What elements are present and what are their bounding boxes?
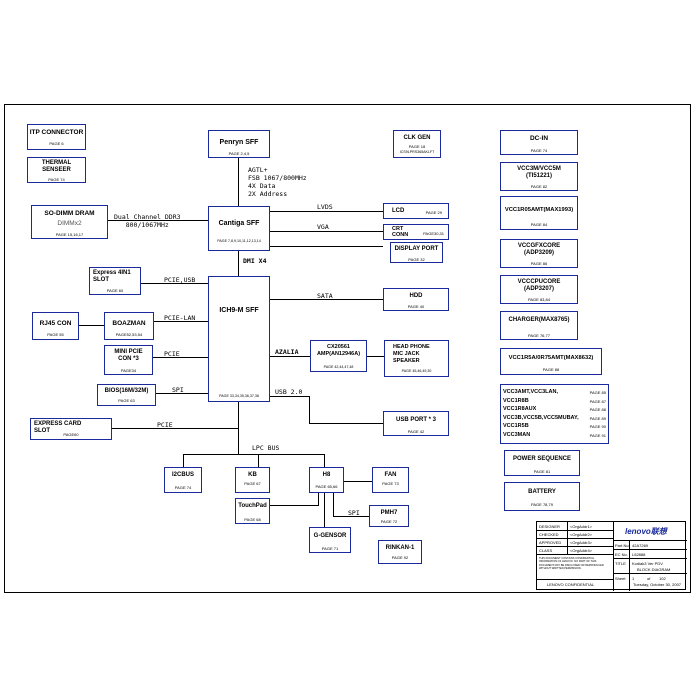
pcie-lan-label: PCIE-LAN (164, 314, 196, 322)
ddr3-label: Dual Channel DDR3 800/1067MHz (114, 213, 181, 229)
sodimm-dram-block: SO-DIMM DRAM DIMMx2 PAGE 15,16,17 (31, 205, 108, 239)
frame-bottom (4, 592, 691, 593)
bios-block: BIOS(16M/32M) PAGE 63 (97, 384, 156, 406)
sata-label: SATA (317, 292, 333, 300)
vcc3m-vcc5m-block: VCC3M/VCC5M (TI51221) PAGE 82 (500, 162, 578, 191)
vcccpucore-block: VCCCPUCORE (ADP3207) PAGE 83,84 (500, 275, 578, 304)
crt-conn-block: CRT CONN PAGE30,31 (383, 224, 449, 240)
headphone-mic-speaker-block: HEAD PHONE MIC JACK SPEAKER PAGE 45,46,4… (384, 340, 449, 377)
frame-left (4, 104, 5, 593)
spi-label-1: SPI (172, 386, 184, 394)
dmi-label: DMI X4 (243, 257, 267, 265)
vcc1r5a-block: VCC1R5A/0R75AMT(MAX8632) PAGE 88 (500, 348, 602, 375)
power-rail-pages: PAGE 85 PAGE 87 PAGE 88 PAGE 89 PAGE 90 … (589, 390, 606, 438)
i2c-bus-block: I2CBUS PAGE 74 (164, 467, 202, 493)
vccgfxcore-block: VCCGFXCORE (ADP3209) PAGE 86 (500, 239, 578, 268)
touchpad-block: TouchPad PAGE 68 (235, 498, 270, 524)
lcd-block: LCD PAGE 29 (383, 203, 449, 219)
h8-ec-block: H8 PAGE 65,66 (309, 467, 344, 493)
display-port-block: DISPLAY PORT PAGE 32 (390, 242, 443, 263)
express-slot-block: Express 4IN1 SLOT PAGE 60 (89, 267, 141, 295)
power-sequence-block: POWER SEQUENCE PAGE 81 (504, 450, 580, 476)
ich9m-southbridge-block: ICH9-M SFF PAGE 33,34,35,36,37,38 (208, 276, 270, 402)
pcie-label-2: PCIE (157, 421, 173, 429)
power-rail-labels: VCC3AMT,VCC3LAN, VCC1R8B VCC1R8AUX VCC3B… (503, 389, 579, 438)
frame-top (4, 104, 691, 105)
pmh7-block: PMH7 PAGE 72 (369, 505, 409, 527)
usb2-label: USB 2.0 (275, 388, 303, 396)
boazman-block: BOAZMAN PAGE52,53,54 (104, 312, 154, 340)
lpc-bus-label: LPC BUS (252, 444, 280, 452)
hdd-block: HDD PAGE 40 (383, 288, 449, 311)
lvds-label: LVDS (317, 203, 333, 211)
usb-port-block: USB PORT * 3 PAGE 42 (383, 411, 449, 436)
frame-right (690, 104, 691, 593)
g-sensor-block: G-GENSOR PAGE 71 (309, 527, 351, 553)
lenovo-logo: lenovo联想 (625, 527, 667, 536)
cantiga-northbridge-block: Cantiga SFF PAGE 7,8,9,10,11,12,13,14 (208, 206, 270, 251)
vga-label: VGA (317, 223, 329, 231)
rj45-con-block: RJ45 CON PAGE 55 (32, 312, 79, 340)
fan-block: FAN PAGE 73 (372, 467, 409, 493)
cx20561-codec-block: CX20561 AMP(AN12946A) PAGE 42,44,47,48 (310, 340, 367, 372)
dc-in-block: DC-IN PAGE 74 (500, 130, 578, 155)
fsb-label: AGTL+ FSB 1067/800MHz 4X Data 2X Address (248, 166, 307, 198)
azalia-label: AZALIA (275, 348, 299, 356)
rinkan-block: RINKAN-1 PAGE 92 (378, 540, 422, 564)
keyboard-block: KB PAGE 67 (235, 467, 270, 493)
spi-label-2: SPI (348, 509, 360, 517)
vcc1r05amt-block: VCC1R05AMT(MAX1993) PAGE 84 (500, 196, 578, 230)
title-block: DESIGNER <OrgAddr1> CHECKED <OrgAddr2> A… (536, 521, 687, 591)
mini-pcie-block: MINI PCIE CON *3 PAGE34 (104, 345, 153, 375)
express-card-block: EXPRESS CARD SLOT PAGE60 (30, 418, 112, 440)
itp-connector-block: ITP CONNECTOR PAGE 6 (27, 124, 86, 150)
pcie-usb-label: PCIE,USB (164, 276, 196, 284)
charger-block: CHARGER(MAX8765) PAGE 76,77 (500, 311, 578, 340)
battery-block: BATTERY PAGE 78,79 (504, 482, 580, 511)
power-rails-list: VCC3AMT,VCC3LAN, VCC1R8B VCC1R8AUX VCC3B… (500, 384, 609, 444)
penryn-cpu-block: Penryn SFF PAGE 2,4,5 (208, 130, 270, 158)
thermal-sensor-block: THERMAL SENSEER PAGE 74 (27, 157, 86, 183)
clk-gen-block: CLK GEN PAGE 18 ICS9LPRS365AKLFT (393, 130, 441, 158)
pcie-label-1: PCIE (164, 350, 180, 358)
